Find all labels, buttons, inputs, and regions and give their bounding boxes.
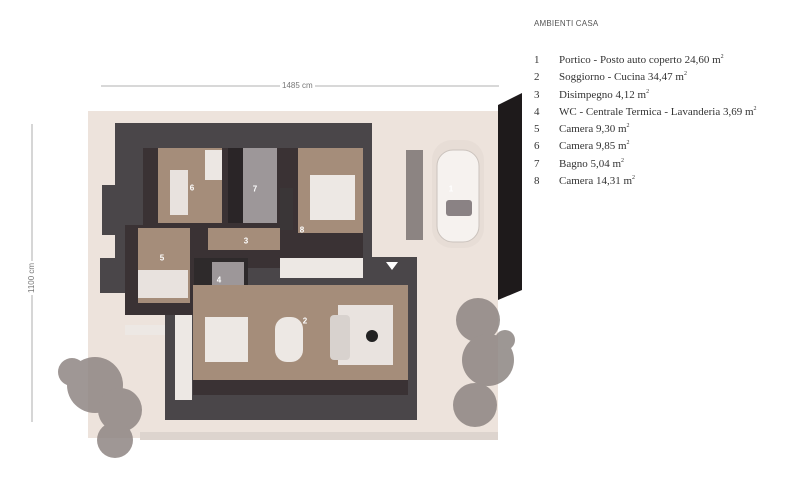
sofa <box>330 315 350 360</box>
entry-arrow-icon <box>386 262 398 270</box>
room-label-6: 6 <box>189 183 195 193</box>
shrubs <box>406 150 423 240</box>
ledge <box>125 325 165 335</box>
dimension-height-label: 1100 cm <box>27 260 36 295</box>
side-table <box>366 330 378 342</box>
room-label-3: 3 <box>243 236 249 246</box>
dimension-width-label: 1485 cm <box>280 81 315 90</box>
bed-icon <box>170 170 188 215</box>
room-label-4: 4 <box>216 275 222 285</box>
desk-icon <box>205 150 222 180</box>
car-windshield <box>446 200 472 216</box>
room-label-2: 2 <box>302 316 308 326</box>
dark-floor <box>193 380 408 395</box>
bath-fixtures <box>228 148 243 223</box>
dining-table <box>275 317 303 362</box>
kitchen-island <box>205 317 248 362</box>
car-icon <box>436 149 480 243</box>
room-label-1: 1 <box>448 184 454 194</box>
wall-bay <box>102 185 122 235</box>
double-bed-icon <box>310 175 355 220</box>
wardrobe <box>280 188 293 230</box>
room-3 <box>208 228 280 250</box>
floor-plan <box>31 85 522 458</box>
tree-right <box>453 298 515 427</box>
gravel-strip <box>140 432 498 440</box>
room-label-5: 5 <box>159 253 165 263</box>
room-label-8: 8 <box>299 225 305 235</box>
legend-title: AMBIENTI CASA <box>534 19 599 28</box>
tree-left <box>58 357 142 458</box>
hedge <box>498 93 522 300</box>
entrance-storage <box>175 315 192 400</box>
room-label-7: 7 <box>252 184 258 194</box>
hall-storage <box>280 258 363 278</box>
bed-icon <box>138 270 188 298</box>
